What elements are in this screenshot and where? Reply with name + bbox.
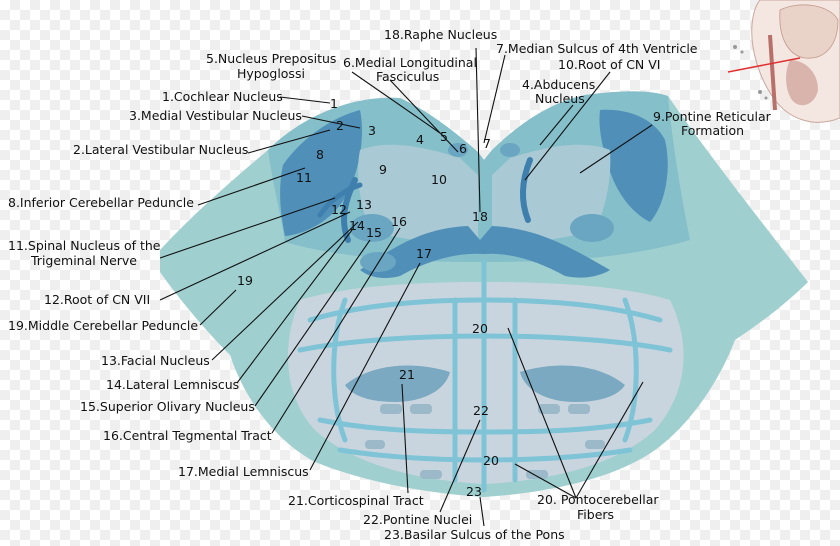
label-15: 15.Superior Olivary Nucleus <box>80 399 255 414</box>
label-11-line1: 11.Spinal Nucleus of the <box>8 238 161 253</box>
number-5: 5 <box>440 129 448 144</box>
corticospinal-right <box>520 365 625 402</box>
label-7: 7.Median Sulcus of 4th Ventricle <box>496 41 698 56</box>
label-6-line2: Fasciculus <box>376 69 439 84</box>
number-18: 18 <box>472 209 488 224</box>
label-12: 12.Root of CN VII <box>44 292 150 307</box>
diagram-numbers: 1 2 3 4 5 6 7 8 9 10 11 12 13 14 15 16 1… <box>237 96 499 499</box>
root-cn-vii <box>317 182 363 218</box>
label-10: 10.Root of CN VI <box>558 57 660 72</box>
medial-tegmentum <box>358 144 478 242</box>
pontine-nuclei <box>365 404 605 479</box>
right-inferior-peduncle <box>599 109 668 222</box>
facial-nucleus-area-right <box>570 214 614 242</box>
number-2: 2 <box>336 118 344 133</box>
label-14: 14.Lateral Lemniscus <box>106 377 239 392</box>
label-3: 3.Medial Vestibular Nucleus <box>129 108 302 123</box>
root-cn-vi-right <box>520 157 533 223</box>
label-19: 19.Middle Cerebellar Peduncle <box>8 318 198 333</box>
facial-nucleus-area <box>350 214 394 242</box>
number-20-b: 20 <box>483 453 499 468</box>
number-14: 14 <box>349 218 365 233</box>
number-11: 11 <box>296 170 312 185</box>
number-19: 19 <box>237 273 253 288</box>
brain-inset-thumbnail <box>727 0 840 123</box>
pons-section <box>160 91 808 498</box>
number-22: 22 <box>473 403 489 418</box>
label-9-line1: 9.Pontine Reticular <box>653 109 772 124</box>
label-20-line2: Fibers <box>577 507 614 522</box>
label-1: 1.Cochlear Nucleus <box>162 89 283 104</box>
label-20-line1: 20. Pontocerebellar <box>537 492 659 507</box>
number-20: 20 <box>472 321 488 336</box>
number-6: 6 <box>459 141 467 156</box>
label-11-line2: Trigeminal Nerve <box>30 253 137 268</box>
number-3: 3 <box>368 123 376 138</box>
label-8: 8.Inferior Cerebellar Peduncle <box>8 195 194 210</box>
label-16: 16.Central Tegmental Tract <box>103 428 272 443</box>
label-5-line1: 5.Nucleus Prepositus <box>206 51 336 66</box>
number-1: 1 <box>330 96 338 111</box>
label-22: 22.Pontine Nuclei <box>363 512 472 527</box>
number-15: 15 <box>366 225 382 240</box>
medial-lemniscus-band <box>360 226 610 278</box>
number-17: 17 <box>416 246 432 261</box>
label-9-line2: Formation <box>681 123 744 138</box>
leader-lines <box>159 47 653 527</box>
pontine-fibers <box>297 259 673 493</box>
number-7: 7 <box>483 136 491 151</box>
label-17: 17.Medial Lemniscus <box>178 464 309 479</box>
label-2: 2.Lateral Vestibular Nucleus <box>73 142 248 157</box>
label-4-line2: Nucleus <box>535 91 585 106</box>
label-21: 21.Corticospinal Tract <box>288 493 424 508</box>
mlf-right <box>500 143 520 157</box>
number-16: 16 <box>391 214 407 229</box>
corticospinal-left <box>345 365 450 402</box>
label-texts: 1.Cochlear Nucleus 2.Lateral Vestibular … <box>8 27 772 542</box>
left-inferior-peduncle <box>280 110 362 236</box>
label-13: 13.Facial Nucleus <box>101 353 210 368</box>
superior-olive-area <box>360 252 396 272</box>
number-12: 12 <box>331 202 347 217</box>
number-10: 10 <box>431 172 447 187</box>
number-23: 23 <box>466 484 482 499</box>
number-13: 13 <box>356 197 372 212</box>
number-9: 9 <box>379 162 387 177</box>
label-4-line1: 4.Abducens <box>522 77 595 92</box>
number-8: 8 <box>316 147 324 162</box>
number-4: 4 <box>416 132 424 147</box>
number-21: 21 <box>399 367 415 382</box>
label-18: 18.Raphe Nucleus <box>384 27 497 42</box>
label-23: 23.Basilar Sulcus of the Pons <box>384 527 565 542</box>
label-6-line1: 6.Medial Longitudinal <box>343 55 477 70</box>
label-5-line2: Hypoglossi <box>237 66 305 81</box>
